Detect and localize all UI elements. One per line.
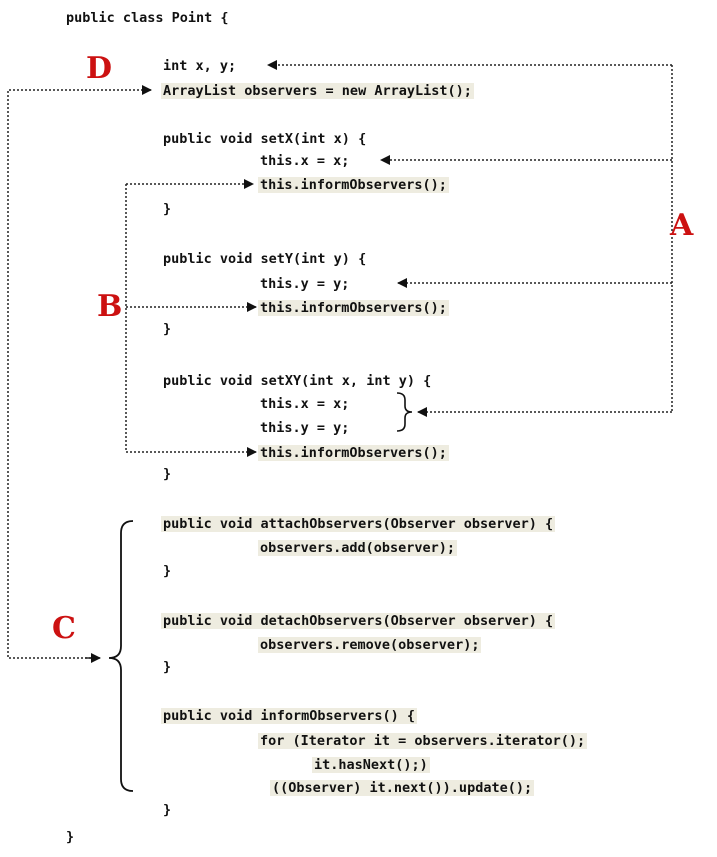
code-line-inform-for: for (Iterator it = observers.iterator(); [258, 733, 588, 749]
code-line-attach-body: observers.add(observer); [258, 540, 458, 556]
code-line-sety-inform: this.informObservers(); [258, 300, 449, 316]
code-line-setx-close: } [163, 201, 172, 217]
code-line-attach-sig: public void attachObservers(Observer obs… [161, 516, 556, 532]
code-line-class-decl: public class Point { [66, 10, 229, 26]
code-line-field-observers: ArrayList observers = new ArrayList(); [161, 83, 474, 99]
connector-c-to-d [7, 85, 152, 659]
code-line-setxy-assign-x: this.x = x; [260, 396, 350, 412]
code-line-detach-sig: public void detachObservers(Observer obs… [161, 613, 556, 629]
code-line-setxy-assign-y: this.y = y; [260, 420, 350, 436]
code-line-sety-close: } [163, 321, 172, 337]
connector-group-a [267, 60, 673, 417]
code-line-attach-close: } [163, 563, 172, 579]
code-line-setx-assign: this.x = x; [260, 153, 350, 169]
code-line-inform-close: } [163, 802, 172, 818]
code-line-field-xy: int x, y; [163, 58, 237, 74]
code-line-sety-assign: this.y = y; [260, 276, 350, 292]
code-line-inform-update: ((Observer) it.next()).update(); [270, 780, 535, 796]
code-line-class-close: } [66, 829, 75, 845]
connector-group-dc [7, 85, 152, 663]
code-line-setxy-sig: public void setXY(int x, int y) { [163, 373, 432, 389]
connector-group-b [125, 179, 257, 457]
label-d: D [86, 51, 113, 86]
brace-setxy-assignments [396, 392, 413, 432]
code-line-setx-inform: this.informObservers(); [258, 177, 449, 193]
code-line-detach-body: observers.remove(observer); [258, 637, 482, 653]
code-line-inform-cond: it.hasNext();) [312, 757, 430, 773]
code-line-sety-sig: public void setY(int y) { [163, 251, 367, 267]
label-c: C [52, 611, 76, 646]
label-b: B [97, 289, 123, 324]
code-line-detach-close: } [163, 659, 172, 675]
code-line-setxy-close: } [163, 466, 172, 482]
label-a: A [670, 208, 694, 243]
brace-observer-methods [108, 520, 134, 792]
code-line-inform-sig: public void informObservers() { [161, 708, 417, 724]
code-line-setx-sig: public void setX(int x) { [163, 131, 367, 147]
code-line-setxy-inform: this.informObservers(); [258, 445, 449, 461]
